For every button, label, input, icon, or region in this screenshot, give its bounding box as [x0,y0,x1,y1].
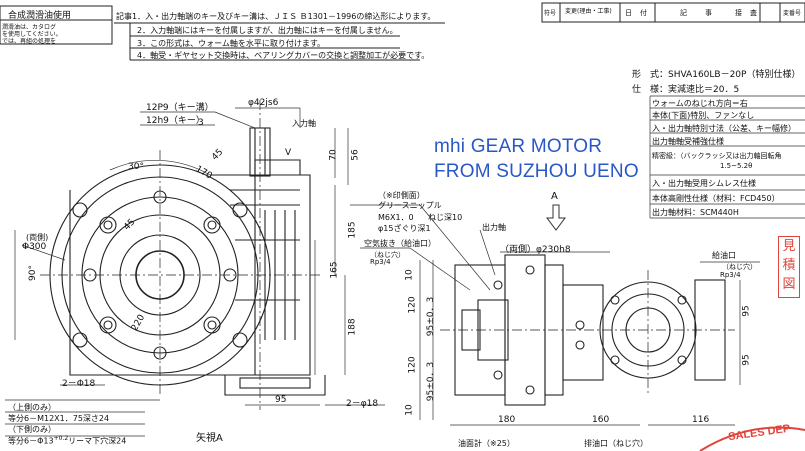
label-counterbore: φ15ざぐり深1 [378,224,431,233]
label-input-shaft: 入力軸 [292,119,316,128]
dim-10-top: 10 [404,269,415,281]
label-upper-only: （上側のみ） [8,403,56,412]
stamp-char-3: 図 [782,277,796,292]
title-block-check2: 査 [750,9,757,17]
label-m6: M6X1．0 [378,213,414,222]
spec-output-reinforce: 出力軸軸受補強仕様 [652,137,724,146]
title-block-note1: 記 [680,9,687,17]
dim-120-bottom: 120 [407,356,418,374]
label-output-shaft: 出力軸 [482,223,506,232]
label-grease-nipple: グリースニップル [378,201,442,210]
dim-56: 56 [350,149,361,161]
title-block-check1: 接 [735,9,742,17]
dim-120-top: 120 [407,296,418,314]
stamp-char-1: 見 [782,239,796,254]
spec-precision: 精密級：（バックラッシ又は出力軸回転角 [652,152,782,160]
label-view-a: 矢視A [196,433,223,444]
label-lower-only: （下側のみ） [8,425,56,434]
spec-output-material: 出力軸材料：SCM440H [652,208,739,217]
note-3: 3．この形式は、ウォーム軸を水平に取り付けます。 [137,39,326,48]
dim-phi42: φ42js6 [248,98,279,108]
note-1: 記事1．入・出力軸端のキー及びキー溝は、ＪＩＳ Ｂ1301－1996の締込形によ… [116,12,436,21]
spec-precision-value: 1.5~5.2θ [720,162,753,170]
label-oil-inlet: 給油口 [712,251,736,260]
label-oil-gauge: 油面計（※25） [458,439,515,448]
dim-holes-left: 2－Φ18 [62,379,96,389]
dim-95-right-2: 95 [741,354,752,366]
spec-model: 形 式：SHVA160LB－20P（特別仕様） [632,70,801,80]
label-same-side: （※印側面） [378,191,425,200]
spec-io-seal: 入・出力軸受用シムレス仕様 [652,179,756,188]
spec-worm: ウォームのねじれ方向＝右 [652,99,748,108]
title-block-change: 変更(理由・工事) [565,8,612,15]
title-block-symbol: 符号 [544,10,557,17]
lubricant-text-3: では、再組の処理を [2,38,57,45]
dim-holes-right: 2－φ18 [346,399,379,409]
dim-key: 12h9（キー） [146,116,205,126]
dim-95-right-1: 95 [741,305,752,317]
label-oil-inlet-sub: （ねじ穴） [722,263,757,271]
spec-housing: 本体高剛性仕様（材料：FCD450） [652,194,780,203]
label-v: V [285,148,292,158]
label-arrow-a: A [551,191,558,202]
dim-3: 3 [198,118,204,128]
dim-95-bottom: 95±0．3 [426,361,437,402]
title-block-date1: 日 [625,9,632,17]
note-4: 4．軸受・ギヤセット交換時は、ベアリングカバーの交換と調整加工が必要です。 [137,51,430,60]
label-air-vent-sub: （ねじ穴） [370,251,405,259]
dim-10-bottom: 10 [404,404,415,416]
title-block-revision: 変番号 [783,10,802,17]
note-2: 2．入力軸端にはキーを付属しますが、出力軸にはキーを付属しません。 [137,26,398,35]
overlay-caption-line-2: FROM SUZHOU UENO [434,161,639,182]
dim-90deg: 90° [27,265,38,281]
lubricant-text-2: を使用してください。 [2,31,62,38]
title-block-date2: 付 [640,9,647,17]
dim-95-left: 95 [275,395,287,405]
dim-160: 160 [592,415,610,425]
label-air-vent: 空気抜き（給油口） [364,239,436,248]
dim-phi230: （両側）φ230h8 [500,245,571,255]
label-tap-upper: 等分6－M12X1．75深さ24 [8,414,110,423]
lubricant-text-1: 潤滑油は、カタログ [2,24,57,31]
dim-165: 165 [329,261,340,279]
overlay-caption-line-1: mhi GEAR MOTOR [434,136,603,157]
dim-188: 188 [347,318,358,336]
estimate-stamp: 見 積 図 [778,236,800,298]
label-drain: 排油口（ねじ穴） [584,439,648,448]
spec-body: 本体(下面)特別、ファンなし [652,111,755,120]
spec-io-shaft: 入・出力軸特別寸法（公差、キー幅修） [652,124,796,133]
label-tap-lower: 等分6－Φ13+0.2リーマ下穴深24 [8,435,127,446]
dim-95-top: 95±0．3 [426,296,437,337]
dim-185: 185 [347,221,358,239]
spec-ratio: 仕 様：実減速比＝20．5 [632,85,740,95]
label-air-vent-rp: Rp3/4 [370,258,391,266]
dim-30deg: 30° [128,162,144,172]
dim-keyway: 12P9（キー溝） [146,103,214,113]
label-m6-depth: ねじ深10 [428,213,463,222]
dim-70: 70 [328,149,339,161]
stamp-char-2: 積 [782,258,796,273]
lubricant-title: 合成潤滑油使用 [8,11,72,21]
dim-116: 116 [692,415,710,425]
dim-phi300: Φ300 [22,242,47,252]
title-block-note2: 事 [705,9,712,17]
label-oil-inlet-rp: Rp3/4 [720,271,741,279]
label-both-sides: (両側) [26,233,49,242]
dim-180: 180 [498,415,516,425]
